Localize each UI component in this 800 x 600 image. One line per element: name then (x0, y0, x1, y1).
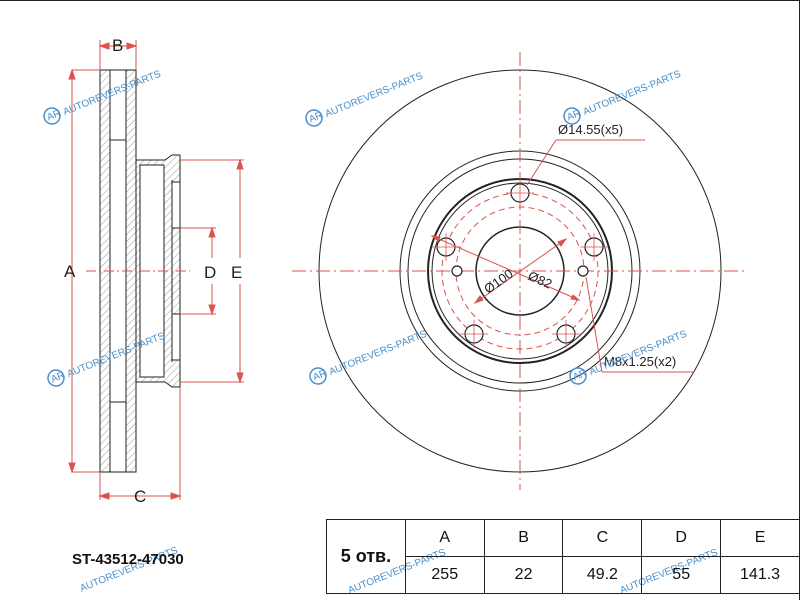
watermark-2: AR AUTOREVERS-PARTS (305, 71, 425, 127)
callout-center-bore: Ø82 (526, 268, 555, 292)
side-view (86, 69, 190, 473)
dim-label-d: D (204, 263, 216, 282)
svg-text:AR: AR (565, 108, 582, 123)
spec-header-a: A (404, 519, 485, 557)
callout-bolt-holes: Ø14.55(x5) (558, 122, 623, 137)
spec-header-row: 5 отв. A B C D E (326, 519, 800, 594)
callout-threads: M8x1.25(x2) (604, 354, 676, 369)
svg-text:AUTOREVERS-PARTS: AUTOREVERS-PARTS (328, 329, 429, 378)
spec-value-b: 22 (483, 556, 564, 594)
spec-value-row: 255 22 49.2 55 141.3 (327, 556, 800, 594)
bolt-hole-count: 5 отв. (326, 519, 406, 594)
watermark-logo-icon (563, 107, 581, 125)
pcd-circle (441, 192, 599, 350)
svg-text:AUTOREVERS-PARTS: AUTOREVERS-PARTS (324, 71, 425, 120)
spec-value-c: 49.2 (562, 556, 643, 594)
spec-value-e: 141.3 (720, 556, 800, 594)
spec-header-c: C (562, 519, 643, 557)
dimension-lines (68, 40, 244, 500)
spec-header-e: E (720, 519, 800, 557)
watermark-5: AR AUTOREVERS-PARTS (309, 329, 429, 385)
dim-label-b: B (112, 36, 123, 55)
svg-text:AUTOREVERS-PARTS: AUTOREVERS-PARTS (582, 69, 683, 118)
dim-label-c: C (134, 487, 146, 506)
threaded-hole-2 (577, 265, 589, 277)
svg-text:AR: AR (307, 110, 324, 125)
watermark-logo-icon (309, 367, 327, 385)
watermark-logo-icon (43, 107, 61, 125)
spec-table: 5 отв. A B C D E 255 22 49.2 55 141.3 (326, 519, 800, 594)
dim-label-a: A (64, 262, 76, 281)
spec-header-b: B (483, 519, 564, 557)
svg-text:AR: AR (45, 108, 62, 123)
watermark-logo-icon (569, 367, 587, 385)
svg-text:AR: AR (49, 370, 66, 385)
spec-value-d: 55 (641, 556, 722, 594)
svg-text:AR: AR (311, 368, 328, 383)
watermark-logo-icon (47, 369, 65, 387)
spec-value-a: 255 (404, 556, 485, 594)
watermark-logo-icon (305, 109, 323, 127)
watermark-3: AR AUTOREVERS-PARTS (563, 69, 683, 125)
part-number: ST-43512-47030 (72, 551, 184, 568)
threaded-hole-1 (451, 265, 463, 277)
leader-lines (430, 139, 694, 373)
dim-label-e: E (231, 263, 242, 282)
spec-header-d: D (641, 519, 722, 557)
svg-text:AR: AR (571, 368, 588, 383)
